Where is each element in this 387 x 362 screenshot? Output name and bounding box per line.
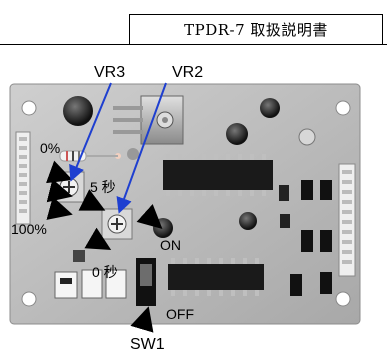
label-hundred-percent: 100% xyxy=(11,221,47,237)
arrow-icon xyxy=(45,160,73,184)
ic-chip-main xyxy=(163,160,273,190)
arrow-icon xyxy=(46,196,73,220)
component-block xyxy=(81,269,103,299)
led-icon xyxy=(127,148,139,160)
label-zero-sec: 0 秒 xyxy=(92,264,118,280)
label-on: ON xyxy=(160,237,181,253)
capacitor-icon xyxy=(260,98,280,118)
ic-chip-lower xyxy=(168,264,264,290)
component-block xyxy=(73,250,85,262)
arrow-icon xyxy=(78,189,106,211)
label-zero-percent: 0% xyxy=(40,140,61,156)
label-five-sec: 5 秒 xyxy=(90,179,116,195)
capacitor-icon xyxy=(239,212,257,230)
arrow-icon xyxy=(84,227,112,251)
component-block xyxy=(54,271,78,299)
capacitor-icon xyxy=(153,218,173,238)
header-title-box: TPDR-7 取扱説明書 xyxy=(129,14,383,44)
component-block xyxy=(105,269,127,299)
label-vr2: VR2 xyxy=(172,64,204,81)
arrow-icon xyxy=(130,306,154,333)
arrow-icon xyxy=(69,82,112,182)
capacitor-icon xyxy=(63,96,93,126)
capacitor-icon xyxy=(226,123,248,145)
label-sw1: SW1 xyxy=(130,336,165,353)
mounting-hole-icon xyxy=(21,100,37,116)
label-vr3: VR3 xyxy=(94,64,126,81)
arrow-icon xyxy=(116,82,167,214)
header-divider xyxy=(0,44,387,45)
document-title: TPDR-7 取扱説明書 xyxy=(184,21,328,39)
mounting-hole-icon xyxy=(335,100,351,116)
trimmer-icon xyxy=(298,128,316,146)
mounting-hole-icon xyxy=(335,291,351,307)
pcb-board xyxy=(9,83,361,325)
mounting-hole-icon xyxy=(21,291,37,307)
label-off: OFF xyxy=(166,306,194,322)
arrow-icon xyxy=(46,178,73,203)
transistor-array xyxy=(279,180,332,296)
arrow-icon xyxy=(136,204,163,230)
